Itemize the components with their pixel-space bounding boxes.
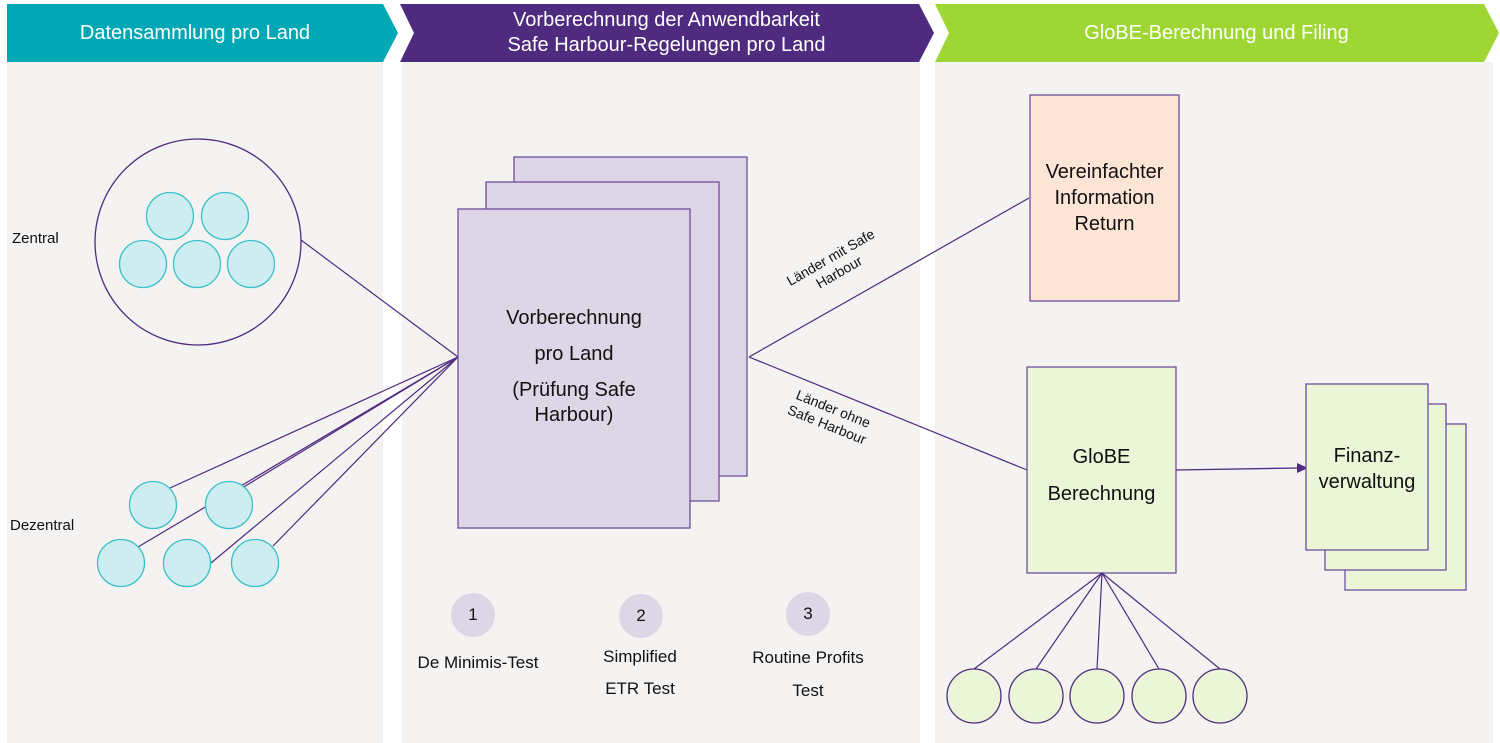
precalc-box-label: Vorberechnung pro Land (Prüfung Safe Har… [458,306,690,428]
simplified-line1: Vereinfachter [1045,161,1164,183]
decentral-to-precalc-line [137,356,459,548]
test-3-line2: Test [792,681,824,700]
test-label-2: Simplified ETR Test [570,641,710,705]
precalc-line3: (Prüfung Safe [512,379,636,401]
simplified-line3: Return [1074,213,1135,235]
branch-line-without-safe-harbour [748,356,1028,471]
decentral-entity-circle [96,538,146,588]
phase-chevron-1 [7,4,398,62]
decentral-entity-circle [128,480,178,530]
precalc-line2: pro Land [534,343,614,365]
globe-to-entity-line [1101,572,1221,670]
central-group-circle [94,138,302,346]
central-entity-circle [145,191,195,241]
globe-to-entity-line [1101,572,1160,670]
phase-title-1: Datensammlung pro Land [7,4,383,62]
phase-title-3: GloBE-Berechnung und Filing [949,4,1484,62]
precalc-line1: Vorberechnung [506,307,642,329]
test-label-3: Routine Profits Test [728,641,888,707]
test-2-line1: Simplified [603,647,677,666]
globe-calculation-label: GloBE Berechnung [1027,439,1176,513]
globe-line2: Berechnung [1047,483,1156,505]
globe-entity-circle [1131,668,1187,724]
simplified-return-label: Vereinfachter Information Return [1030,159,1179,237]
tax-authority-label: Finanz- verwaltung [1306,443,1428,495]
globe-line1: GloBE [1072,446,1131,468]
globe-to-entity-line [1096,572,1103,670]
precalc-line4: Harbour) [534,404,614,426]
globe-entity-circle [1069,668,1125,724]
central-entity-circle [226,239,276,289]
arrow-to-tax-authority [1175,467,1299,471]
globe-to-entity-line [973,572,1103,670]
simplified-information-return-box [1029,94,1180,302]
test-number-badge-3: 3 [786,592,830,636]
central-entity-circle [118,239,168,289]
authority-line2: verwaltung [1318,471,1416,493]
branch-line-with-safe-harbour [748,197,1030,358]
test-3-line1: Routine Profits [752,648,864,667]
phase-chevron-3 [935,4,1499,62]
globe-to-entity-line [1035,572,1103,670]
globe-entity-circle [1008,668,1064,724]
central-to-precalc-line [300,239,459,358]
decentral-entity-circle [230,538,280,588]
test-number-badge-2: 2 [619,594,663,638]
panel-data-collection [7,62,383,743]
globe-calculation-box [1026,366,1177,574]
phase-chevron-2 [400,4,934,62]
globe-entity-circle [1192,668,1248,724]
decentral-label: Dezentral [10,517,75,534]
test-number-badge-1: 1 [451,593,495,637]
phase-title-1-text: Datensammlung pro Land [79,21,311,44]
test-label-1: De Minimis-Test [398,649,558,677]
arrow-head-icon [1297,463,1308,473]
decentral-to-precalc-line [272,356,459,547]
simplified-line2: Information [1054,187,1155,209]
precalc-box-front [457,208,691,529]
decentral-to-precalc-line [169,356,459,489]
decentral-entity-circle [162,538,212,588]
globe-entity-circle [946,668,1002,724]
decentral-entity-circle [204,480,254,530]
phase-title-2-line2: Safe Harbour-Regelungen pro Land [507,34,826,56]
central-entity-circle [200,191,250,241]
central-entity-circle [172,239,222,289]
tax-authority-box-front [1305,383,1429,551]
phase-title-3-text: GloBE-Berechnung und Filing [1084,21,1349,44]
central-label: Zentral [12,230,59,247]
decentral-to-precalc-line [210,356,459,564]
test-1-line1: De Minimis-Test [417,653,539,672]
test-2-line2: ETR Test [605,679,675,698]
phase-title-2: Vorberechnung der Anwendbarkeit Safe Har… [414,4,919,62]
authority-line1: Finanz- [1333,445,1401,467]
phase-title-2-line1: Vorberechnung der Anwendbarkeit [513,9,820,31]
